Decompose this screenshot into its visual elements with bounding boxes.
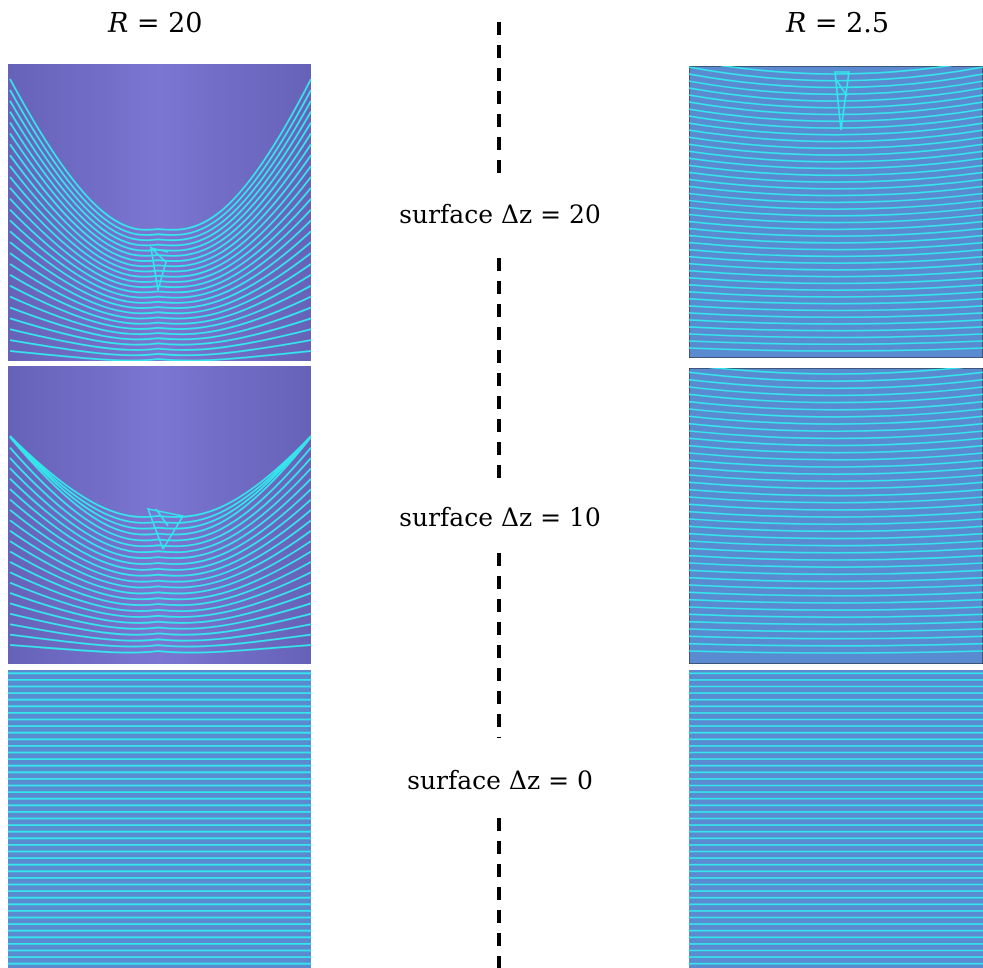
panel-left-dz-10 — [8, 366, 311, 664]
caption-dz-0: surface Δz = 0 — [345, 766, 655, 795]
field-lines-left-dz-20 — [8, 64, 311, 361]
right-column-title: R = 2.5 — [786, 8, 889, 39]
right-title-value: = 2.5 — [806, 8, 889, 39]
panel-right-dz-0 — [689, 670, 983, 968]
field-lines-right-dz-0 — [689, 670, 983, 968]
panel-left-dz-0 — [8, 670, 311, 968]
caption-dz-10: surface Δz = 10 — [345, 503, 655, 532]
field-lines-left-dz-0 — [8, 670, 311, 968]
left-column-title: R = 20 — [108, 8, 203, 39]
panel-right-dz-20 — [689, 66, 983, 358]
left-title-value: = 20 — [128, 8, 202, 39]
center-divider-segment — [497, 258, 501, 478]
caption-dz-20: surface Δz = 20 — [345, 200, 655, 229]
field-lines-left-dz-10 — [8, 366, 311, 664]
center-divider-segment — [497, 22, 501, 174]
right-title-variable: R — [786, 8, 806, 39]
panel-left-dz-20 — [8, 64, 311, 361]
field-lines-right-dz-20 — [689, 66, 983, 358]
field-lines-right-dz-10 — [689, 368, 983, 664]
center-divider-segment — [497, 553, 501, 738]
panel-right-dz-10 — [689, 368, 983, 664]
left-title-variable: R — [108, 8, 128, 39]
center-divider-segment — [497, 818, 501, 968]
